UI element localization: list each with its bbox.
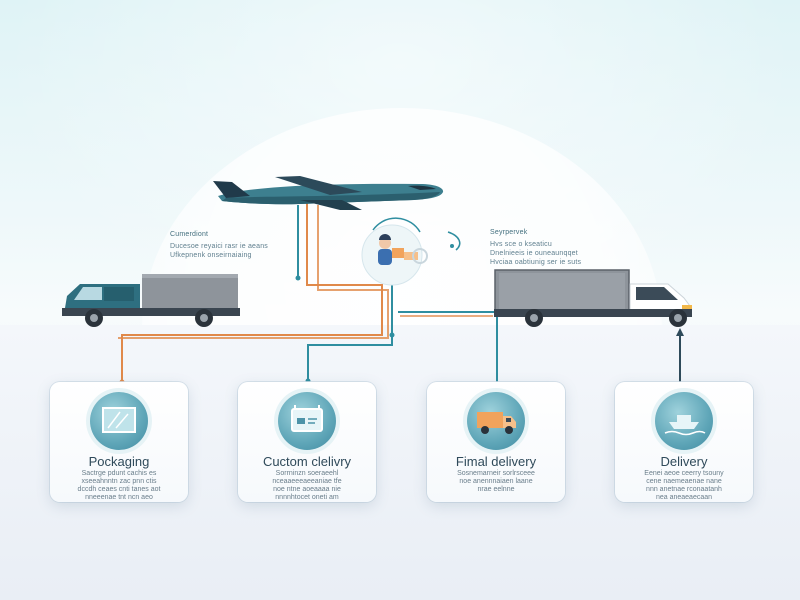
package-glass-icon: [90, 392, 148, 450]
connector-teal-right: [398, 311, 498, 382]
stage-card-customs[interactable]: Cuctom clelivry Sorrninzn soeraeehl ncea…: [238, 382, 376, 502]
stage-line: Sosnemarneir sorlrsceee: [457, 470, 535, 477]
stage-line: nneeenae tnt ncn aeo: [85, 494, 153, 501]
stage-title: Fimal delivery: [455, 454, 537, 469]
stage-line: xseeahnntn zac pnn ctis: [81, 478, 157, 485]
connector-orange-worker: [118, 205, 389, 339]
right-blurb-heading: Seyrpervek: [490, 229, 528, 236]
right-blurb-line: Dnelnieeis ie ouneaunqqet: [490, 250, 578, 257]
stage-title: Delivery: [660, 454, 708, 469]
connector-lines: [118, 198, 684, 385]
stage-line: noe ntne aoeaaaa nie: [273, 486, 341, 493]
connector-teal-worker: [307, 262, 393, 383]
stage-line: nceaaeeeaeeaniae tfe: [272, 478, 342, 485]
stage-line: Sorrninzn soeraeehl: [275, 470, 339, 477]
stage-title: Cuctom clelivry: [262, 454, 352, 469]
ship-icon: [655, 392, 713, 450]
connector-node: [389, 332, 395, 338]
left-blurb: Cumerdiont Ducesoe reyaici rasr ie aeans…: [170, 230, 280, 260]
small-truck-icon: [467, 392, 525, 450]
stage-line: cene naemeaenae nane: [646, 478, 722, 485]
worker-gear-icon: [361, 217, 461, 286]
stage-line: nea aneaeaecaan: [655, 494, 713, 501]
delivery-truck-icon: [494, 269, 692, 327]
stage-line: Sactrge pdunt cachis es: [81, 470, 157, 477]
stage-card-packaging[interactable]: Pockaging Sactrge pdunt cachis es xseeah…: [50, 382, 188, 502]
right-blurb-line: Hvs sce o kseaticu: [490, 241, 552, 248]
stage-line: nrae eelnne: [477, 486, 515, 493]
stage-line: nnnnhtocet oneti am: [275, 494, 339, 501]
left-blurb-line: Ducesoe reyaici rasr ie aeans: [170, 243, 269, 250]
left-blurb-heading: Cumerdiont: [170, 231, 209, 238]
stage-title: Pockaging: [88, 454, 150, 469]
delivery-truck-icon: [62, 274, 240, 327]
stage-line: nnn anetnae rconaatanh: [646, 486, 722, 493]
stage-card-final-delivery[interactable]: Fimal delivery Sosnemarneir sorlrsceee n…: [427, 382, 565, 502]
customs-form-icon: [278, 392, 336, 450]
stage-card-delivery[interactable]: Delivery Eenei aeoe ceerry tsouny cene n…: [615, 382, 753, 502]
connector-arrowhead: [676, 328, 684, 336]
stage-line: noe anennnaiaen laane: [459, 478, 533, 485]
right-blurb-line: Hvciaa oabtiunig ser ie suts: [490, 259, 582, 266]
airplane-icon: [213, 176, 444, 210]
connector-node: [295, 275, 301, 281]
connector-orange-plane: [121, 198, 383, 384]
stage-line: dccdh ceaes cnti tanes aot: [77, 486, 161, 493]
stage-line: Eenei aeoe ceerry tsouny: [644, 470, 724, 477]
left-blurb-line: Ufkepnenk onseirnaiaing: [170, 252, 252, 259]
right-blurb: Seyrpervek Hvs sce o kseaticu Dnelnieeis…: [490, 228, 600, 267]
